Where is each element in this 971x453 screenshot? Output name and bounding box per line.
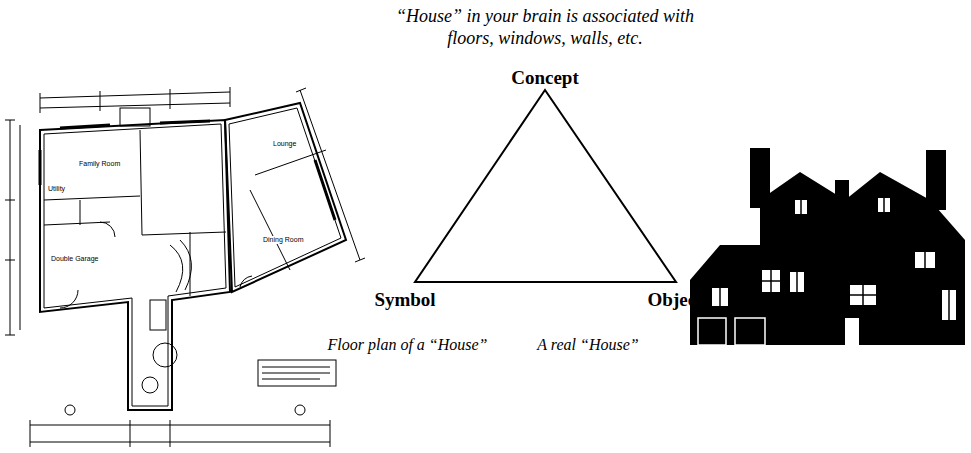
room-label: Utility [47, 185, 66, 193]
room-label: Lounge [272, 140, 297, 148]
vertex-label: Concept [470, 67, 620, 90]
concept-note: “House” in your brain is associated with… [395, 6, 695, 49]
vertex-label: Symbol [350, 289, 460, 312]
vertex-label: Object [620, 289, 730, 312]
house-silhouette [690, 148, 965, 345]
floor-plan [5, 87, 365, 447]
triangle [415, 90, 676, 282]
room-label: Double Garage [50, 255, 99, 263]
room-label: Family Room [78, 160, 121, 168]
caption: Floor plan of a “House” [300, 335, 515, 354]
caption: A real “House” [518, 335, 658, 354]
room-label: Dining Room [262, 236, 304, 244]
